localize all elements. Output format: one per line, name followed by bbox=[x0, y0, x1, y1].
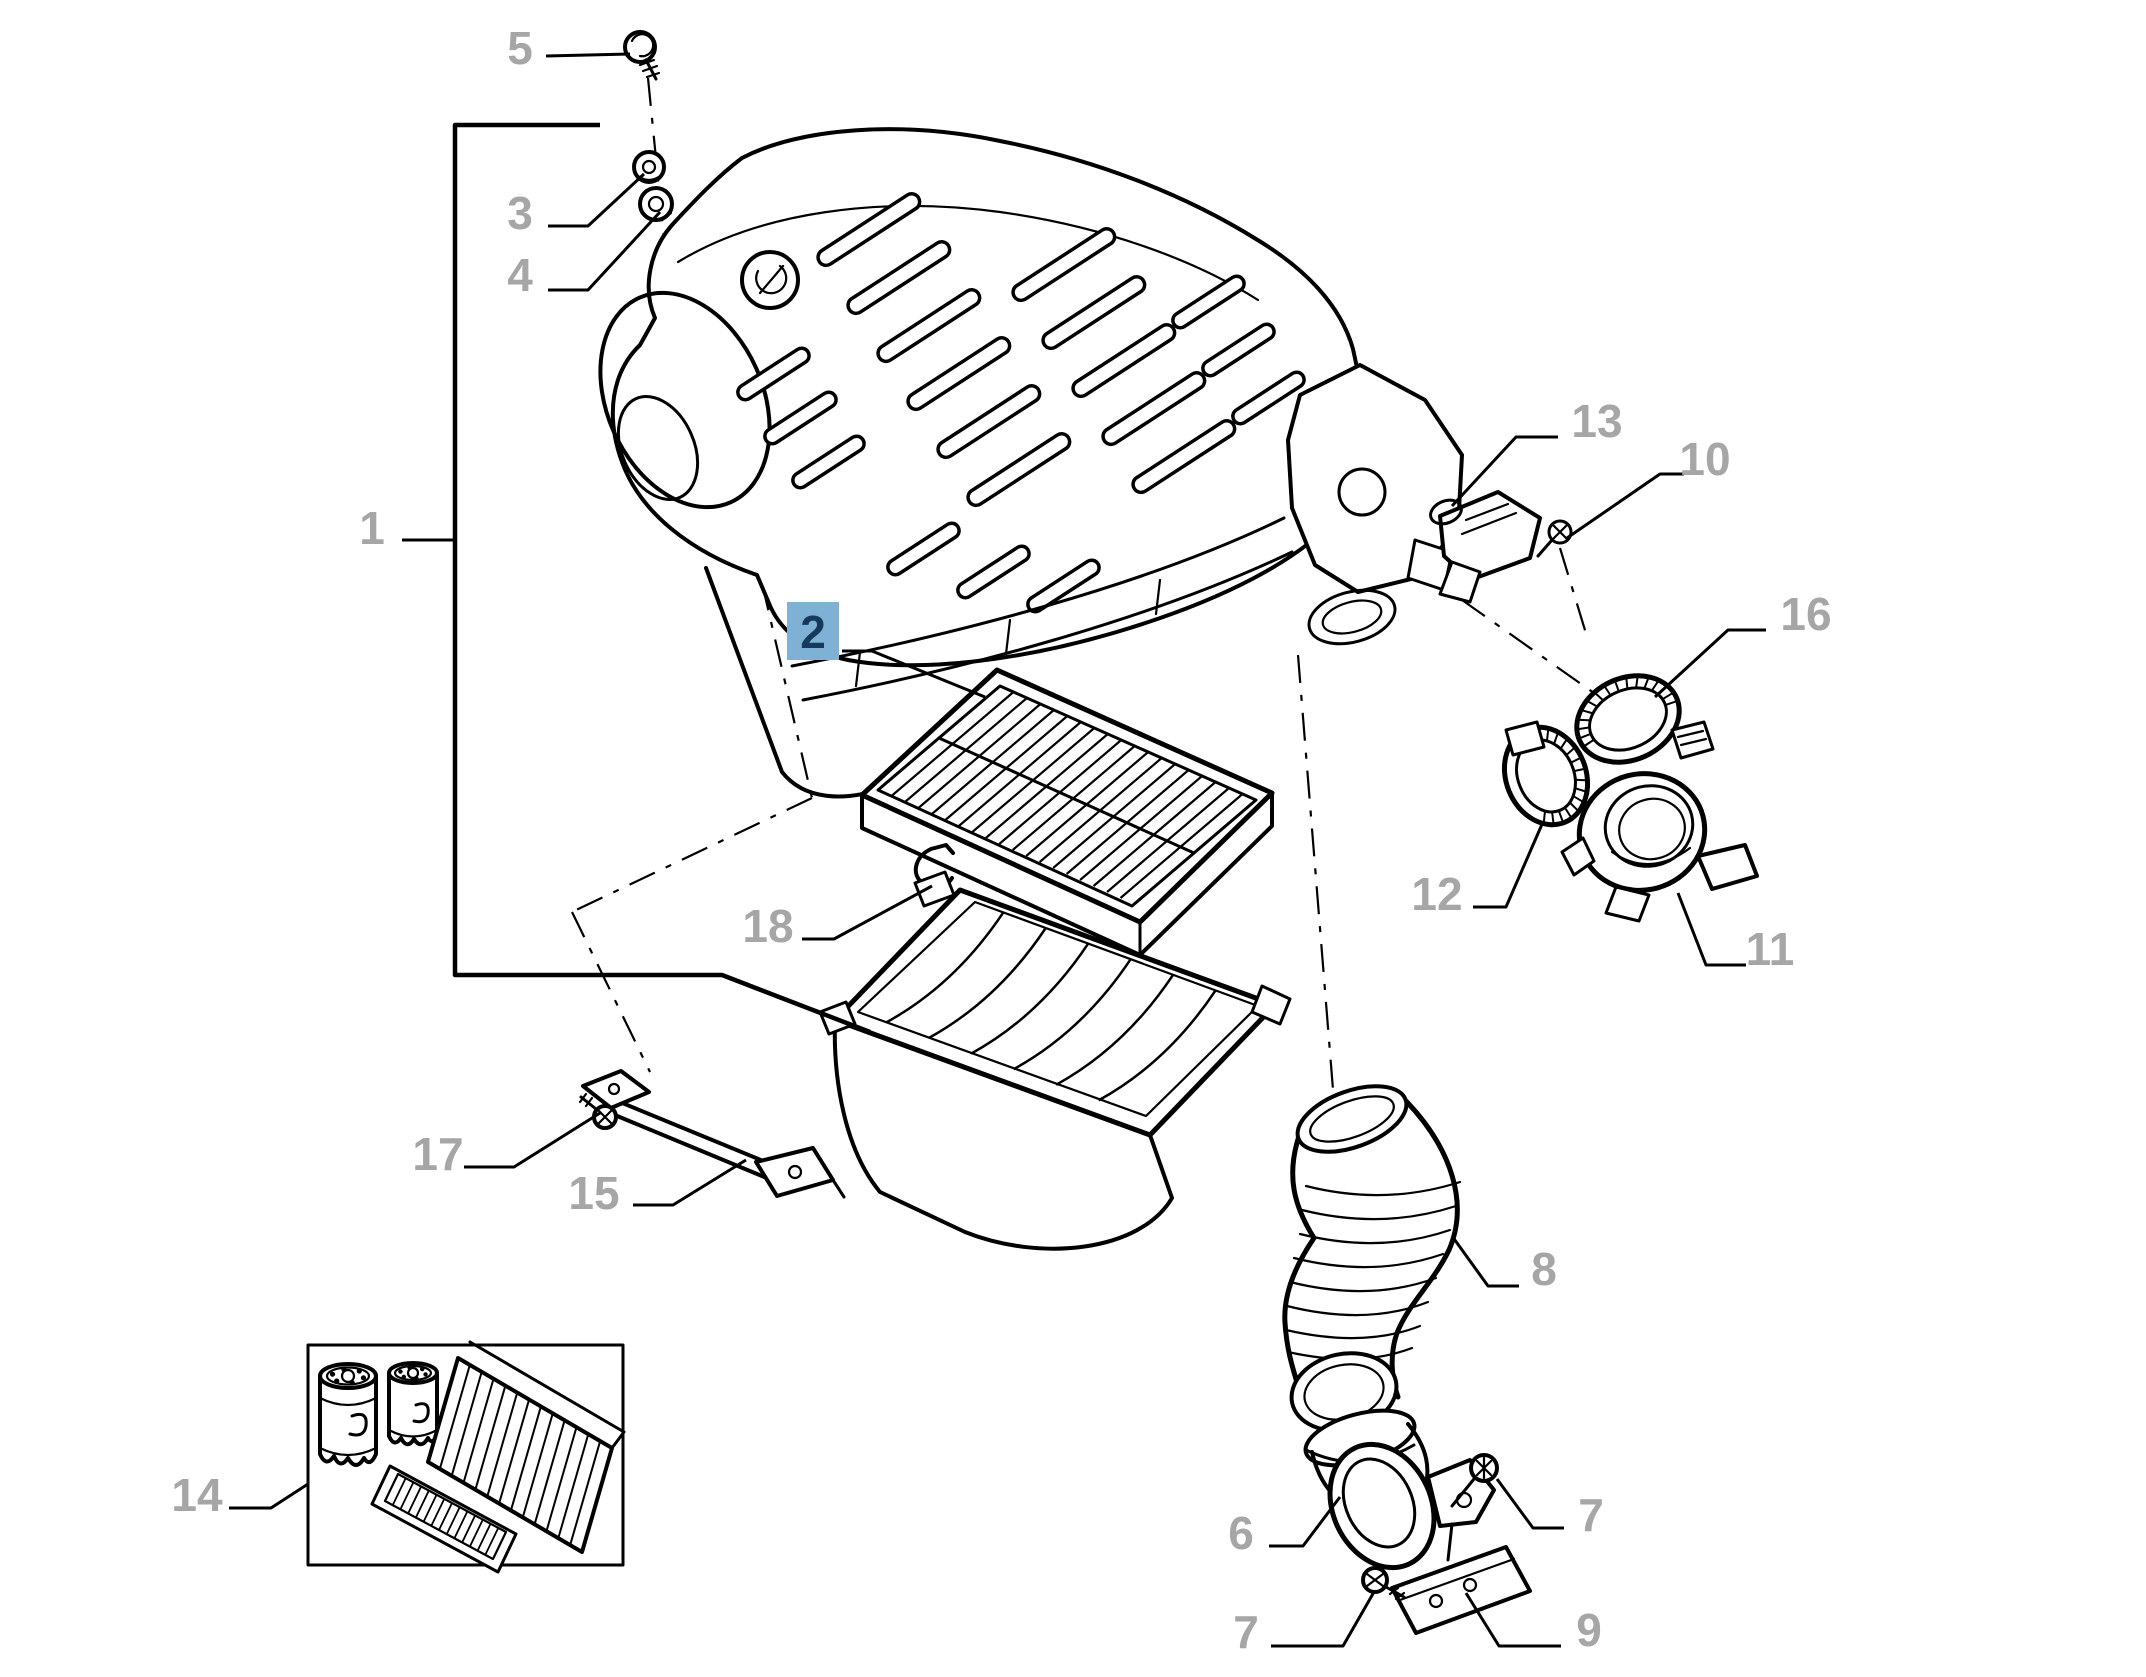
part-number: 1 bbox=[359, 502, 385, 554]
part-number: 10 bbox=[1679, 433, 1730, 485]
leader-line bbox=[1450, 1235, 1519, 1288]
part-number: 6 bbox=[1228, 1507, 1254, 1559]
grommet-lower-drawing bbox=[638, 186, 674, 222]
callout-17[interactable]: 17 bbox=[412, 1111, 601, 1180]
part-number: 7 bbox=[1233, 1606, 1259, 1658]
callout-2[interactable]: 2 bbox=[787, 602, 986, 699]
leader-line bbox=[1495, 1478, 1564, 1530]
part-number: 7 bbox=[1578, 1489, 1604, 1541]
part-number: 3 bbox=[507, 187, 533, 239]
service-kit-box bbox=[306, 1340, 626, 1574]
air-duct-drawing bbox=[1560, 771, 1759, 923]
part-number: 14 bbox=[171, 1469, 223, 1521]
construction-line bbox=[1296, 654, 1336, 1103]
leader-line bbox=[1473, 821, 1545, 909]
construction-line bbox=[571, 911, 651, 1073]
hose-clamp-16-drawing bbox=[1574, 673, 1715, 765]
callout-9[interactable]: 9 bbox=[1464, 1592, 1602, 1656]
leader-line bbox=[545, 52, 631, 58]
callout-12[interactable]: 12 bbox=[1411, 821, 1545, 920]
leader-line bbox=[633, 1158, 747, 1207]
leader-line bbox=[229, 1482, 309, 1510]
callout-15[interactable]: 15 bbox=[568, 1158, 747, 1219]
leader-line bbox=[1269, 1496, 1342, 1548]
callout-3[interactable]: 3 bbox=[507, 172, 646, 239]
part-number: 16 bbox=[1780, 588, 1831, 640]
cabin-filter-panel-drawing bbox=[370, 1464, 518, 1574]
part-number: 5 bbox=[507, 22, 533, 74]
screw-7-lower-drawing bbox=[1361, 1566, 1406, 1601]
callout-6[interactable]: 6 bbox=[1228, 1496, 1342, 1559]
part-number: 8 bbox=[1531, 1243, 1557, 1295]
part-number: 17 bbox=[412, 1128, 463, 1180]
cover-screw-drawing bbox=[623, 30, 661, 81]
air-box-housing-drawing bbox=[818, 870, 1292, 1251]
support-bracket-drawing bbox=[1390, 1545, 1532, 1635]
housing-ribs bbox=[885, 911, 1217, 1102]
leader-line bbox=[1653, 628, 1766, 699]
badge-emblem bbox=[740, 250, 800, 310]
assembly-bracket bbox=[452, 122, 871, 1035]
callout-1[interactable]: 1 bbox=[359, 502, 453, 554]
leader-line bbox=[1676, 892, 1746, 967]
air-filter-element-drawing bbox=[859, 667, 1275, 957]
part-number: 13 bbox=[1571, 395, 1622, 447]
callout-14[interactable]: 14 bbox=[171, 1469, 309, 1521]
sensor-screw-drawing bbox=[1536, 519, 1573, 558]
leader-line bbox=[1566, 472, 1684, 540]
oil-filter-large-drawing bbox=[318, 1362, 378, 1467]
oil-filter-small-drawing bbox=[387, 1361, 439, 1447]
leader-line bbox=[1450, 435, 1558, 508]
callout-18[interactable]: 18 bbox=[742, 884, 933, 952]
leader-line bbox=[842, 649, 986, 699]
callout-10[interactable]: 10 bbox=[1566, 433, 1731, 540]
leader-line bbox=[802, 884, 933, 941]
engine-cover-drawing bbox=[598, 127, 1464, 799]
assembly-bracket-line bbox=[452, 122, 871, 1035]
leader-line bbox=[464, 1111, 601, 1169]
leader-line bbox=[1464, 1592, 1561, 1648]
callout-7[interactable]: 7 bbox=[1495, 1478, 1604, 1541]
part-number: 15 bbox=[568, 1167, 619, 1219]
construction-line bbox=[1558, 547, 1590, 641]
construction-line bbox=[571, 797, 813, 913]
part-number: 18 bbox=[742, 900, 793, 952]
callout-5[interactable]: 5 bbox=[507, 22, 631, 74]
callout-8[interactable]: 8 bbox=[1450, 1235, 1557, 1295]
leader-line bbox=[548, 210, 662, 292]
intake-scoop bbox=[598, 290, 772, 510]
part-number: 2 bbox=[800, 606, 826, 658]
callout-13[interactable]: 13 bbox=[1450, 395, 1623, 508]
highlight-box bbox=[787, 602, 839, 660]
hose-clamp-12-drawing bbox=[1501, 720, 1591, 828]
part-number: 9 bbox=[1576, 1604, 1602, 1656]
part-number: 4 bbox=[507, 249, 533, 301]
intake-snout-drawing bbox=[1303, 1408, 1496, 1571]
construction-line bbox=[760, 582, 814, 799]
maf-sensor-drawing bbox=[1429, 490, 1542, 604]
callout-16[interactable]: 16 bbox=[1653, 588, 1832, 699]
callout-7[interactable]: 7 bbox=[1233, 1591, 1376, 1658]
leader-line bbox=[1271, 1591, 1376, 1648]
leader-line bbox=[548, 172, 646, 228]
callout-11[interactable]: 11 bbox=[1676, 892, 1795, 975]
part-number: 11 bbox=[1746, 923, 1795, 975]
callout-4[interactable]: 4 bbox=[507, 210, 662, 301]
support-strap-drawing bbox=[581, 1069, 846, 1199]
screw-7-upper-drawing bbox=[1450, 1453, 1499, 1508]
corrugated-hose-drawing bbox=[1282, 1084, 1462, 1433]
part-number: 12 bbox=[1411, 868, 1462, 920]
air-filter-panel-drawing bbox=[426, 1340, 626, 1554]
